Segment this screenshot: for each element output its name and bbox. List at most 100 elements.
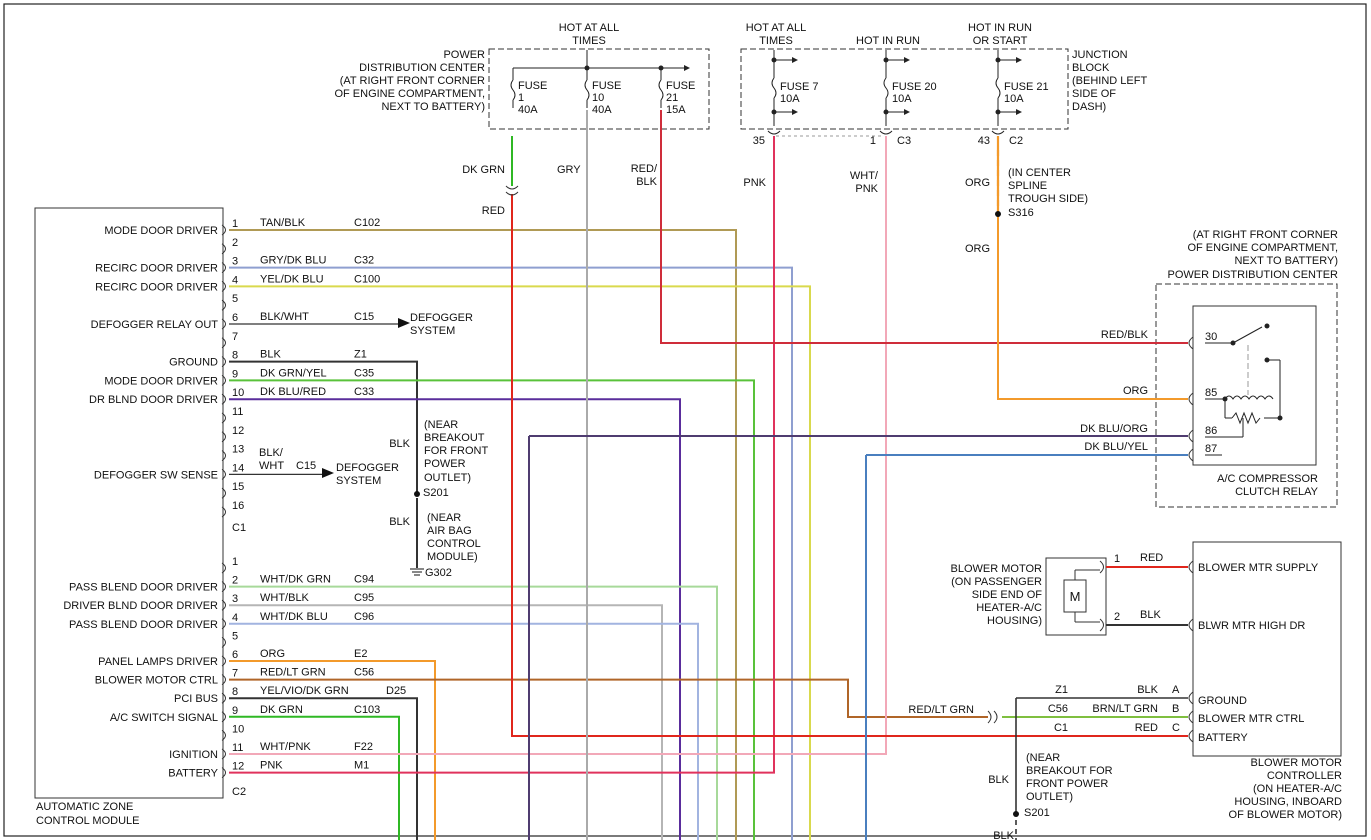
c1_top-pin-number: 7: [232, 331, 238, 343]
wire-label: RED: [482, 205, 505, 217]
location-label: OUTLET): [1026, 791, 1073, 803]
c2_rows-pin-number: 4: [232, 612, 238, 624]
c2_rows-pin-number: 7: [232, 668, 238, 680]
system-label: SYSTEM: [410, 325, 455, 337]
wire-dkblu-red: [229, 398, 681, 840]
c1_top-pin-number: 13: [232, 444, 244, 456]
circuit-label: F22: [354, 741, 373, 753]
pin-connector-icon: [221, 655, 226, 667]
pin-connector-icon: [221, 318, 226, 330]
diagram-border: [3, 3, 1367, 837]
wire-gry-dkblu: [229, 266, 793, 840]
location-label: TROUGH SIDE): [1008, 193, 1088, 205]
jb-connector-35: [767, 130, 781, 135]
vertical-wire-labels: DK GRN GRY RED/ BLK RED PNK WHT/ PNK ORG…: [462, 163, 1088, 255]
c2_rows-pin-number: 11: [232, 742, 243, 754]
wire-label: RED: [1135, 722, 1158, 734]
c1_top-pin-function: DEFOGGER SW SENSE: [94, 469, 218, 481]
fuse-amp: 10A: [892, 93, 912, 105]
pin-connector-icon: [221, 224, 226, 236]
fuse-label: FUSE: [518, 80, 547, 92]
wire-label: RED/LT GRN: [908, 704, 974, 716]
pin-connector-icon: [221, 711, 226, 723]
relay-name: A/C COMPRESSOR: [1217, 473, 1318, 485]
wire-layer: [229, 110, 1188, 840]
pdc-label: NEXT TO BATTERY): [381, 101, 485, 113]
c1_top-pin-number: 12: [232, 425, 244, 437]
pin-connector-icon: [221, 412, 226, 424]
pin-connector-icon: [221, 636, 226, 648]
c1_top-pin-function: RECIRC DOOR DRIVER: [95, 281, 218, 293]
wire-label: WHT/: [850, 170, 879, 182]
wire-dkgrn-yel: [229, 379, 755, 840]
fuse-number: 1: [518, 92, 524, 104]
circuit-label: C1: [1054, 722, 1068, 734]
pdc-relay-box: [1155, 283, 1338, 508]
circuit-label: C94: [354, 574, 374, 586]
system-label: SYSTEM: [336, 475, 381, 487]
wire-label: PNK: [855, 183, 878, 195]
c1_top-pin-number: 6: [232, 312, 238, 324]
pin-connector-icon: [1188, 618, 1194, 632]
pin-connector-icon: [1188, 448, 1194, 462]
relay-labels: (AT RIGHT FRONT CORNER OF ENGINE COMPART…: [1080, 229, 1338, 498]
relay-pin-label: 85: [1205, 387, 1217, 399]
jb-connector-43: [991, 130, 1005, 135]
wire-color-label: YEL/DK BLU: [260, 273, 324, 285]
circuit-label: C35: [354, 367, 374, 379]
wire-label: RED: [1140, 552, 1163, 564]
pin-connector-icon: [221, 431, 226, 443]
pin-label: 1: [870, 135, 876, 147]
blower-labels: BLOWER MOTOR (ON PASSENGER SIDE END OF H…: [908, 552, 1342, 840]
system-label: DEFOGGER: [410, 312, 473, 324]
blower-motor-housing: [1045, 557, 1107, 636]
c1_top-pin-function: DEFOGGER RELAY OUT: [91, 319, 219, 331]
controller-name: (ON HEATER-A/C: [1253, 783, 1342, 795]
pin-connector-icon: [1188, 392, 1194, 406]
junction-block-label: (BEHIND LEFT: [1072, 75, 1147, 87]
c2_rows-pin-function: BLOWER MOTOR CTRL: [95, 675, 218, 687]
controller-name: OF BLOWER MOTOR): [1229, 809, 1342, 821]
wire-color-label: RED/LT GRN: [260, 667, 326, 679]
times-label: TIMES: [759, 35, 793, 47]
hot-run-start-label: OR START: [973, 35, 1028, 47]
wire-yel-vio-dkgrn: [229, 697, 418, 840]
circuit-label: M1: [354, 760, 369, 772]
location-label: AIR BAG: [427, 525, 472, 537]
wire-color-label: BLK: [260, 349, 281, 361]
location-label: SPLINE: [1008, 180, 1047, 192]
wire-red-battery: [511, 194, 1188, 737]
relay-pin-label: 30: [1205, 331, 1217, 343]
circuit-label: C15: [354, 311, 374, 323]
circuit-label: Z1: [354, 349, 367, 361]
location-label: MODULE): [427, 551, 478, 563]
c2_rows-pin-function: BATTERY: [168, 768, 218, 780]
c1_top-pin-number: 5: [232, 293, 238, 305]
c1_top-pin-number: 16: [232, 500, 244, 512]
circuit-label: C95: [354, 592, 374, 604]
wire-label: BLK: [993, 830, 1014, 840]
location-label: CONTROL: [427, 538, 481, 550]
controller-name: CONTROLLER: [1267, 770, 1342, 782]
ground-label: G302: [425, 567, 452, 579]
pin-connector-icon: [221, 581, 226, 593]
component-label: HEATER-A/C: [976, 602, 1042, 614]
c2_rows-pin-number: 2: [232, 575, 238, 587]
controller-name: BLOWER MOTOR: [1251, 757, 1343, 769]
c1_top-pin-number: 15: [232, 481, 244, 493]
pin-connector-icon: [221, 618, 226, 630]
c2_rows-pin-number: 3: [232, 593, 238, 605]
wire-color-label: DK BLU/RED: [260, 386, 326, 398]
location-label: OUTLET): [424, 472, 471, 484]
pin-label: A: [1172, 684, 1180, 696]
circuit-label: C103: [354, 704, 380, 716]
location-label: (IN CENTER: [1008, 167, 1071, 179]
pin-connector-icon: [1188, 560, 1194, 574]
location-label: (AT RIGHT FRONT CORNER: [1193, 229, 1338, 241]
c1_top-pin-number: 2: [232, 237, 238, 249]
module-name: AUTOMATIC ZONE: [36, 801, 133, 813]
pin-connector-icon: [1188, 336, 1194, 350]
c2_rows-pin-function: PASS BLEND DOOR DRIVER: [69, 619, 218, 631]
pin-label: 1: [1114, 553, 1120, 565]
wire-yel-dkblu: [229, 285, 811, 840]
